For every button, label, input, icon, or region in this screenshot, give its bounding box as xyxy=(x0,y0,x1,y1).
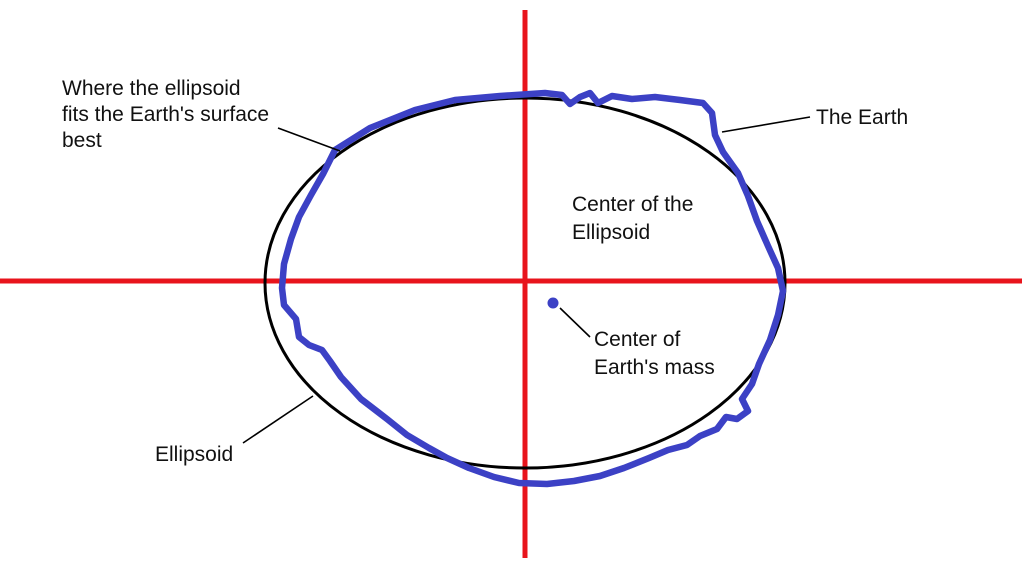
fit-label-leader-line xyxy=(277,127,341,152)
fit-label-line-1: Where the ellipsoid xyxy=(62,77,241,100)
mass-label-leader-line xyxy=(559,307,591,338)
earth-mass-center-dot xyxy=(547,297,559,309)
ellipsoid-label: Ellipsoid xyxy=(155,443,233,466)
fit-label-line-3: best xyxy=(62,129,102,152)
earth-outline xyxy=(278,89,787,488)
center-mass-label-line-1: Center of xyxy=(594,328,681,351)
earth-label: The Earth xyxy=(816,106,908,129)
center-ellipsoid-label-line-2: Ellipsoid xyxy=(572,221,650,244)
ellipsoid-outline xyxy=(263,96,787,470)
fit-label-line-2: fits the Earth's surface xyxy=(62,103,269,126)
center-mass-label-line-2: Earth's mass xyxy=(594,356,715,379)
ellipsoid-label-leader-line xyxy=(242,395,314,444)
center-ellipsoid-label-line-1: Center of the xyxy=(572,193,693,216)
earth-label-leader-line xyxy=(721,116,811,133)
